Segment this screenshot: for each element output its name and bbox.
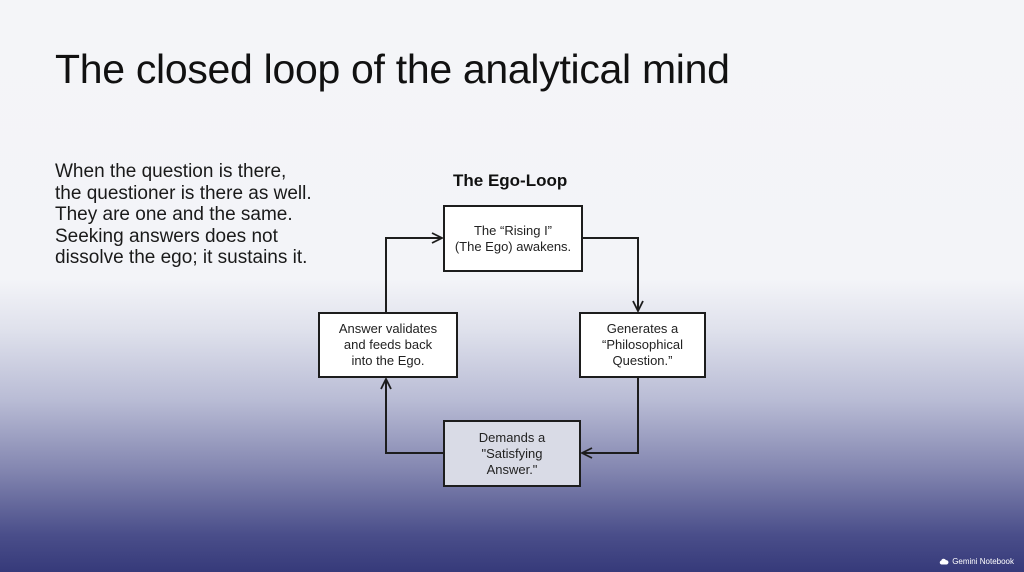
node-text: The “Rising I” [473, 222, 553, 238]
node-answer-validates: Answer validates and feeds back into the… [318, 312, 458, 378]
arrow-top-to-right [583, 237, 638, 311]
node-text: Generates a [606, 321, 679, 336]
body-line: Seeking answers does not [55, 225, 278, 247]
page-title: The closed loop of the analytical mind [55, 46, 730, 92]
body-line: They are one and the same. [55, 204, 293, 225]
body-paragraph: When the question is there, the question… [55, 161, 355, 269]
node-satisfying-answer: Demands a "Satisfying Answer." [443, 420, 581, 487]
node-rising-ego: The “Rising I” (The Ego) awakens. [443, 205, 583, 272]
arrow-left-to-top [385, 238, 442, 312]
node-text: Demands a [478, 429, 546, 445]
body-line: dissolve the ego; it sustains it. [55, 247, 308, 268]
arrow-bottom-to-left [386, 379, 443, 454]
body-line: When the question is there, [55, 161, 287, 182]
diagram-title: The Ego-Loop [453, 171, 568, 190]
node-text: Question.” [612, 353, 673, 368]
arrow-right-to-bottom [582, 378, 639, 453]
node-text: into the Ego. [351, 353, 425, 368]
node-text: “Philosophical [602, 337, 683, 352]
node-philosophical-question: Generates a “Philosophical Question.” [579, 312, 706, 378]
gemini-notebook-badge: Gemini Notebook [939, 557, 1014, 566]
body-line: the questioner is there as well. [55, 182, 312, 204]
cloud-icon [939, 558, 949, 565]
node-text: "Satisfying [481, 445, 543, 461]
node-text: and feeds back [343, 337, 433, 352]
badge-label: Gemini Notebook [952, 557, 1014, 566]
node-text: Answer." [486, 461, 538, 477]
node-text: (The Ego) awakens. [454, 238, 572, 254]
node-text: Answer validates [338, 321, 438, 336]
